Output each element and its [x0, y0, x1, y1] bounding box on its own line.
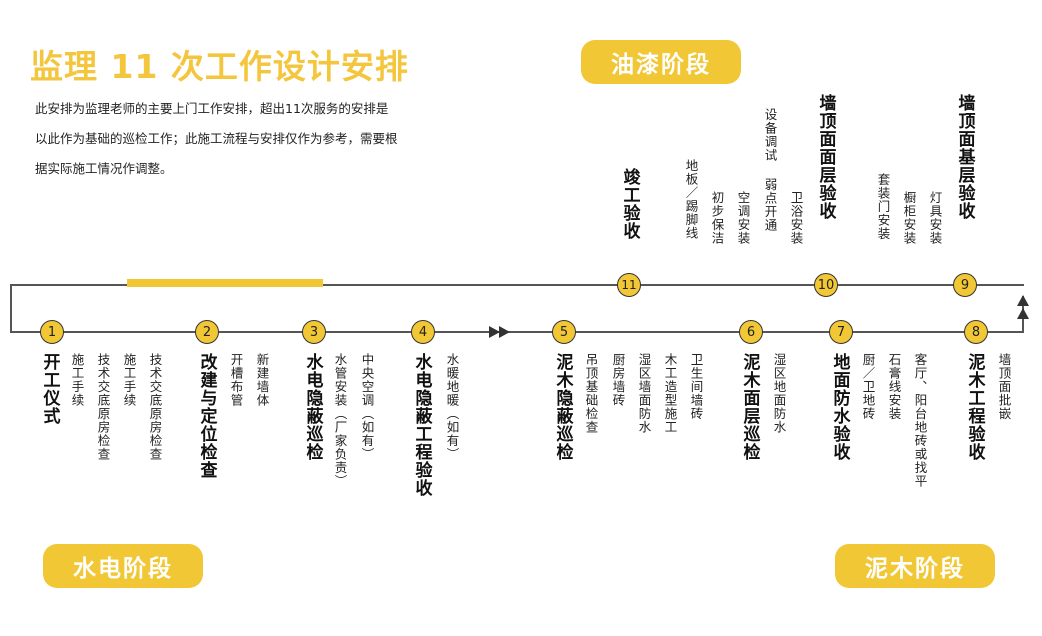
step-node-3: 3 — [302, 320, 326, 344]
page-title: 监理 11 次工作设计安排 — [30, 47, 409, 86]
step-task: 地板／踢脚线 — [683, 159, 699, 240]
step-title: 地面防水验收 — [829, 353, 850, 461]
step-task: 套装门安装 — [875, 172, 891, 241]
step-task: 湿区墙面防水 — [636, 353, 652, 434]
step-task: 开槽布管 — [228, 353, 244, 407]
step-task: 石膏线安装 — [886, 353, 902, 421]
step-node-8: 8 — [964, 320, 988, 344]
step-task: 技术交底原房检查 — [147, 353, 163, 461]
step-task: 湿区地面防水 — [771, 353, 787, 434]
intro-line: 此安排为监理老师的主要上门工作安排，超出11次服务的安排是 — [35, 101, 389, 116]
intro-line: 据实际施工情况作调整。 — [35, 161, 173, 176]
flow-line-bottom — [10, 331, 1024, 333]
step-task: 卫生间墙砖 — [688, 353, 704, 421]
step-node-9: 9 — [953, 273, 977, 297]
step-task: 设备调试 弱点开通 — [762, 108, 778, 232]
intro-line: 以此作为基础的巡检工作；此施工流程与安排仅作为参考，需要根 — [35, 131, 398, 146]
phase-hydro: 水电阶段 — [43, 544, 203, 588]
phase-wood: 泥木阶段 — [835, 544, 995, 588]
step-task: 技术交底原房检查 — [95, 353, 111, 461]
step-title: 泥木面层巡检 — [739, 353, 760, 461]
step-node-4: 4 — [411, 320, 435, 344]
step-task: 橱柜安装 — [901, 191, 917, 245]
step-title: 水电隐蔽工程验收 — [411, 353, 432, 497]
arrow-right-icon — [489, 326, 500, 338]
step-task: 吊顶基础检查 — [583, 353, 599, 434]
step-title: 泥木工程验收 — [964, 353, 985, 461]
step-node-10: 10 — [814, 273, 838, 297]
step-title: 墙顶面面层验收 — [815, 94, 836, 220]
step-title: 改建与定位检查 — [196, 353, 217, 479]
step-title: 泥木隐蔽巡检 — [552, 353, 573, 461]
step-task: 中央空调（如有） — [359, 353, 375, 461]
step-title: 墙顶面基层验收 — [954, 94, 975, 220]
step-task: 施工手续 — [121, 353, 137, 407]
flow-line-top — [10, 284, 1024, 286]
step-title: 水电隐蔽巡检 — [302, 353, 323, 461]
arrow-up-icon — [1017, 308, 1029, 319]
step-task: 厨／卫地砖 — [860, 353, 876, 421]
phase-paint: 油漆阶段 — [581, 40, 741, 84]
step-task: 新建墙体 — [254, 353, 270, 407]
step-task: 厨房墙砖 — [610, 353, 626, 407]
highlight-bar — [127, 279, 323, 287]
arrow-right-icon — [499, 326, 510, 338]
step-task: 客厅、阳台地砖或找平 — [912, 353, 928, 488]
step-task: 水管安装（厂家负责） — [332, 353, 348, 488]
arrow-up-icon — [1017, 295, 1029, 306]
step-node-6: 6 — [739, 320, 763, 344]
step-node-5: 5 — [552, 320, 576, 344]
step-task: 初步保洁 — [709, 191, 725, 245]
step-task: 施工手续 — [69, 353, 85, 407]
step-node-1: 1 — [40, 320, 64, 344]
step-title: 竣工验收 — [619, 168, 640, 240]
step-task: 空调安装 — [735, 191, 751, 245]
step-task: 墙顶面批嵌 — [996, 353, 1012, 421]
step-task: 水暖地暖（如有） — [444, 353, 460, 461]
step-task: 灯具安装 — [927, 191, 943, 245]
step-task: 卫浴安装 — [788, 191, 804, 245]
step-node-2: 2 — [195, 320, 219, 344]
step-task: 木工造型施工 — [662, 353, 678, 434]
intro-text: 此安排为监理老师的主要上门工作安排，超出11次服务的安排是 以此作为基础的巡检工… — [35, 94, 398, 184]
step-node-7: 7 — [829, 320, 853, 344]
step-node-11: 11 — [617, 273, 641, 297]
flow-line-left — [10, 284, 12, 333]
step-title: 开工仪式 — [39, 353, 60, 425]
